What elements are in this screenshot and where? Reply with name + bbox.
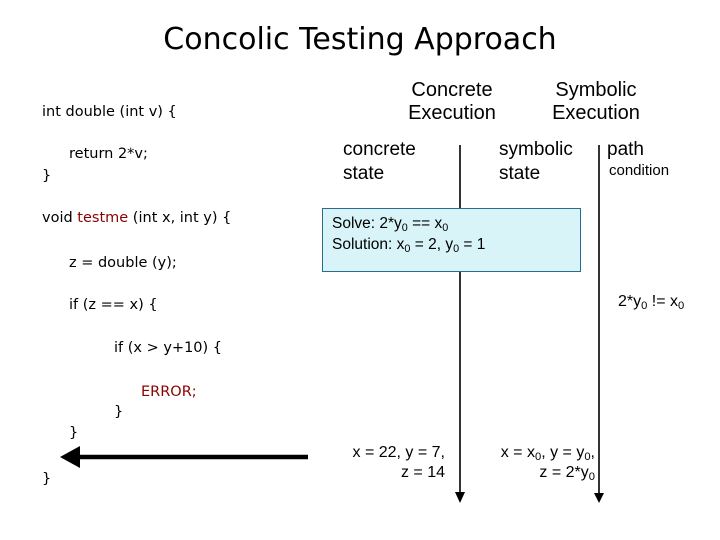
code-line-5: z = double (y); [69,255,177,271]
symbolic-values: x = x0, y = y0, z = 2*y0 [485,443,595,483]
code-line-6: if (z == x) { [69,297,158,313]
symbolic-state-line2: state [499,163,541,184]
solve-box: Solve: 2*y0 == x0 Solution: x0 = 2, y0 =… [322,208,581,272]
code-line-4-post: (int x, int y) { [128,210,232,226]
concrete-state-line2: state [343,163,385,184]
sym-text-a: x = x [500,444,535,461]
path-cond-text-a: 2*y [618,293,642,310]
code-line-4-pre: void [42,210,78,226]
solve-text-a: Solve: 2*y [332,215,402,232]
concrete-execution-header: Concrete Execution [402,79,502,125]
symbolic-state-line1: symbolic [499,139,573,160]
concrete-state-line1: concrete [343,139,416,160]
code-line-2: return 2*v; [69,146,148,162]
symbolic-header-line1: Symbolic [555,79,637,101]
sym-text-b: , y = y [541,444,585,461]
path-cond-sub-1: 0 [641,300,648,312]
concrete-timeline-arrowhead [455,492,465,503]
solution-line: Solution: x0 = 2, y0 = 1 [332,234,580,255]
code-line-error: ERROR; [141,384,197,400]
testme-function-name: testme [77,210,129,226]
path-label: path [607,139,644,160]
solve-sub-2: 0 [442,222,449,234]
code-line-3: } [42,168,52,184]
symbolic-values-line1: x = x0, y = y0, [485,443,595,463]
sym-text-c: , [590,444,595,461]
path-cond-sub-2: 0 [678,300,685,312]
concrete-values-line2: z = 14 [400,464,445,481]
symbolic-timeline-arrowhead [594,493,604,503]
sym-sub-1: 0 [534,451,542,463]
solve-text-b: == x [407,215,443,232]
solve-sub-1: 0 [401,222,408,234]
path-cond-text-b: != x [647,293,679,310]
solution-text-c: = 1 [459,236,486,253]
return-arrowhead [60,446,80,468]
sym-z-text: z = 2*y [539,464,589,481]
concrete-values: x = 22, y = 7, z = 14 [340,443,446,483]
code-line-4: void testme (int x, int y) { [42,210,231,226]
solution-sub-2: 0 [453,243,460,255]
condition-label: condition [609,162,670,179]
solve-line: Solve: 2*y0 == x0 [332,213,580,234]
concrete-values-line1: x = 22, y = 7, [352,444,446,461]
code-line-1: int double (int v) { [42,104,177,120]
solution-sub-1: 0 [404,243,411,255]
code-line-9: } [114,404,124,420]
code-line-10: } [69,425,79,441]
solution-text-a: Solution: x [332,236,405,253]
solution-text-b: = 2, y [410,236,454,253]
path-condition-value: 2*y0 != x0 [618,292,684,312]
symbolic-execution-header: Symbolic Execution [546,79,646,125]
symbolic-values-line2: z = 2*y0 [485,463,595,483]
concrete-header-line1: Concrete [411,79,493,101]
code-line-7: if (x > y+10) { [114,340,223,356]
sym-z-sub: 0 [588,471,595,483]
code-line-11: } [42,471,52,487]
symbolic-header-line2: Execution [552,102,640,124]
concrete-header-line2: Execution [408,102,496,124]
sym-sub-2: 0 [584,451,591,463]
symbolic-state-label: symbolic state [499,138,573,186]
concrete-state-label: concrete state [343,138,416,186]
page-title: Concolic Testing Approach [163,22,557,57]
